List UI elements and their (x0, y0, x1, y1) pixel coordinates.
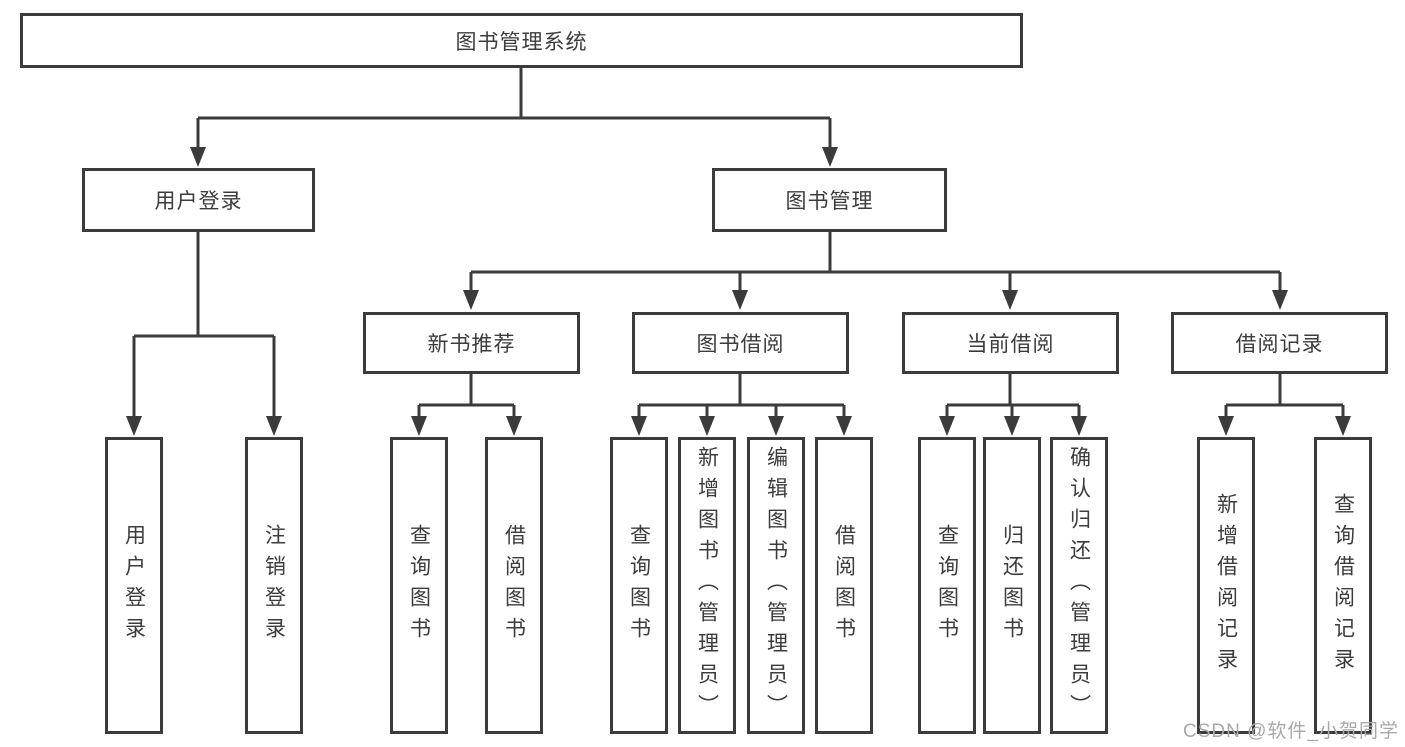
arrowhead-icon (1002, 290, 1018, 310)
arrowhead-icon (699, 416, 715, 436)
node-current-borrowing: 当前借阅 (902, 312, 1119, 374)
node-label: 图书管理 (785, 190, 874, 213)
node-library-management-system: 图书管理系统 (20, 13, 1023, 68)
arrowhead-icon (266, 416, 282, 436)
node-new-book-recommend: 新书推荐 (363, 312, 580, 374)
leaf-user-login: 用户登录 (105, 437, 163, 734)
node-label: 编辑图书（管理员） (764, 446, 788, 725)
leaf-confirm-return-admin: 确认归还（管理员） (1050, 437, 1108, 734)
node-label: 注销登录 (262, 523, 286, 648)
leaf-add-borrow-record: 新增借阅记录 (1197, 437, 1255, 734)
node-label: 查询借阅记录 (1331, 492, 1355, 679)
node-label: 新增图书（管理员） (695, 446, 719, 725)
node-book-borrowing: 图书借阅 (632, 312, 849, 374)
node-label: 用户登录 (122, 523, 146, 648)
node-label: 当前借阅 (966, 333, 1055, 356)
arrowhead-icon (463, 290, 479, 310)
node-label: 图书管理系统 (455, 30, 588, 54)
arrowhead-icon (1004, 416, 1020, 436)
arrowhead-icon (411, 416, 427, 436)
leaf-query-borrow-record: 查询借阅记录 (1314, 437, 1372, 734)
arrowhead-icon (1272, 290, 1288, 310)
node-label: 用户登录 (154, 190, 243, 213)
leaf-borrow-books-recommend: 借阅图书 (485, 437, 543, 734)
node-label: 新书推荐 (427, 333, 516, 356)
node-label: 查询图书 (935, 523, 959, 648)
node-label: 归还图书 (1000, 523, 1024, 648)
arrowhead-icon (1218, 416, 1234, 436)
node-label: 借阅图书 (502, 523, 526, 648)
node-label: 借阅图书 (832, 523, 856, 648)
arrowhead-icon (822, 147, 838, 167)
node-label: 确认归还（管理员） (1067, 446, 1091, 725)
arrowhead-icon (190, 147, 206, 167)
leaf-add-book-admin: 新增图书（管理员） (678, 437, 736, 734)
arrowhead-icon (506, 416, 522, 436)
arrowhead-icon (836, 416, 852, 436)
node-book-management: 图书管理 (712, 168, 947, 232)
csdn-watermark: CSDN @软件_小贺同学 (1183, 721, 1399, 742)
leaf-borrow-books: 借阅图书 (815, 437, 873, 734)
leaf-query-books-borrowing: 查询图书 (610, 437, 668, 734)
leaf-query-books-current: 查询图书 (918, 437, 976, 734)
arrowhead-icon (126, 416, 142, 436)
arrowhead-icon (939, 416, 955, 436)
arrowhead-icon (631, 416, 647, 436)
node-label: 新增借阅记录 (1214, 492, 1238, 679)
leaf-query-books-recommend: 查询图书 (390, 437, 448, 734)
node-label: 借阅记录 (1235, 333, 1324, 356)
node-user-login: 用户登录 (82, 168, 315, 232)
arrowhead-icon (1335, 416, 1351, 436)
arrowhead-icon (1071, 416, 1087, 436)
node-label: 图书借阅 (696, 333, 785, 356)
leaf-return-books: 归还图书 (983, 437, 1041, 734)
node-borrowing-records: 借阅记录 (1171, 312, 1388, 374)
arrowhead-icon (768, 416, 784, 436)
node-label: 查询图书 (407, 523, 431, 648)
node-label: 查询图书 (627, 523, 651, 648)
leaf-logout: 注销登录 (245, 437, 303, 734)
arrowhead-icon (732, 290, 748, 310)
leaf-edit-book-admin: 编辑图书（管理员） (747, 437, 805, 734)
